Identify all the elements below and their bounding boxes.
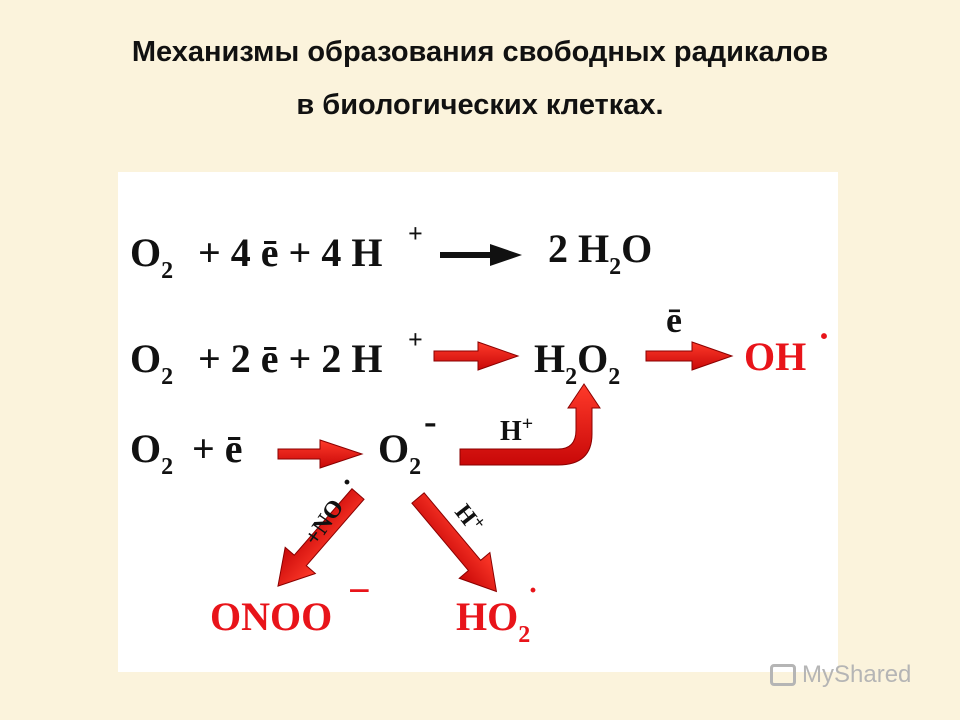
row1-reagents: + 4 ē + 4 H xyxy=(198,230,382,275)
reaction-diagram: O2 + 4 ē + 4 H + 2 H2O O2 + 2 ē + 2 H + … xyxy=(130,219,830,648)
watermark: MyShared xyxy=(770,660,911,690)
slide-title-line1: Механизмы образования свободных радикало… xyxy=(131,36,829,68)
row3-curved-arrow xyxy=(459,383,601,466)
row2-o2: O2 xyxy=(130,336,173,390)
watermark-logo-icon xyxy=(770,664,796,686)
row3-o2: O2 xyxy=(130,426,173,480)
branch-left-arrow xyxy=(277,488,365,587)
hydroperoxyl-dot: · xyxy=(528,574,538,607)
reaction-diagram-panel: O2 + 4 ē + 4 H + 2 H2O O2 + 2 ē + 2 H + … xyxy=(118,172,838,672)
peroxynitrite-charge: − xyxy=(348,568,371,613)
row2-radical-dot: · xyxy=(818,316,830,356)
row3-superoxide: O2 xyxy=(378,426,421,480)
row3-reagents: + ē xyxy=(192,426,243,471)
branch-right-arrow xyxy=(411,492,498,593)
row3-arrow xyxy=(277,439,364,469)
row2-hydroxyl-radical: OH xyxy=(744,334,806,379)
row1-h-charge: + xyxy=(408,219,423,248)
watermark-text: MyShared xyxy=(802,661,912,688)
row3-superoxide-charge: - xyxy=(424,401,437,443)
row1-product: 2 H2O xyxy=(548,226,652,280)
row2-reagents: + 2 ē + 2 H xyxy=(198,336,382,381)
row2-h-charge: + xyxy=(408,325,423,354)
row1-arrow xyxy=(440,244,522,266)
row2-h2o2: H2O2 xyxy=(534,336,620,390)
branch-left-dot: · xyxy=(342,466,352,499)
hydroperoxyl-product: HO2 xyxy=(456,594,530,648)
peroxynitrite-product: ONOO xyxy=(210,594,332,639)
row2-arrow2 xyxy=(645,341,734,371)
row1-o2: O2 xyxy=(130,230,173,284)
slide-title-line2: в биологических клетках. xyxy=(296,89,664,121)
row2-arrow1 xyxy=(433,341,520,371)
row2-electron-label: ē xyxy=(666,300,682,340)
row3-curve-label: H+ xyxy=(500,413,533,447)
